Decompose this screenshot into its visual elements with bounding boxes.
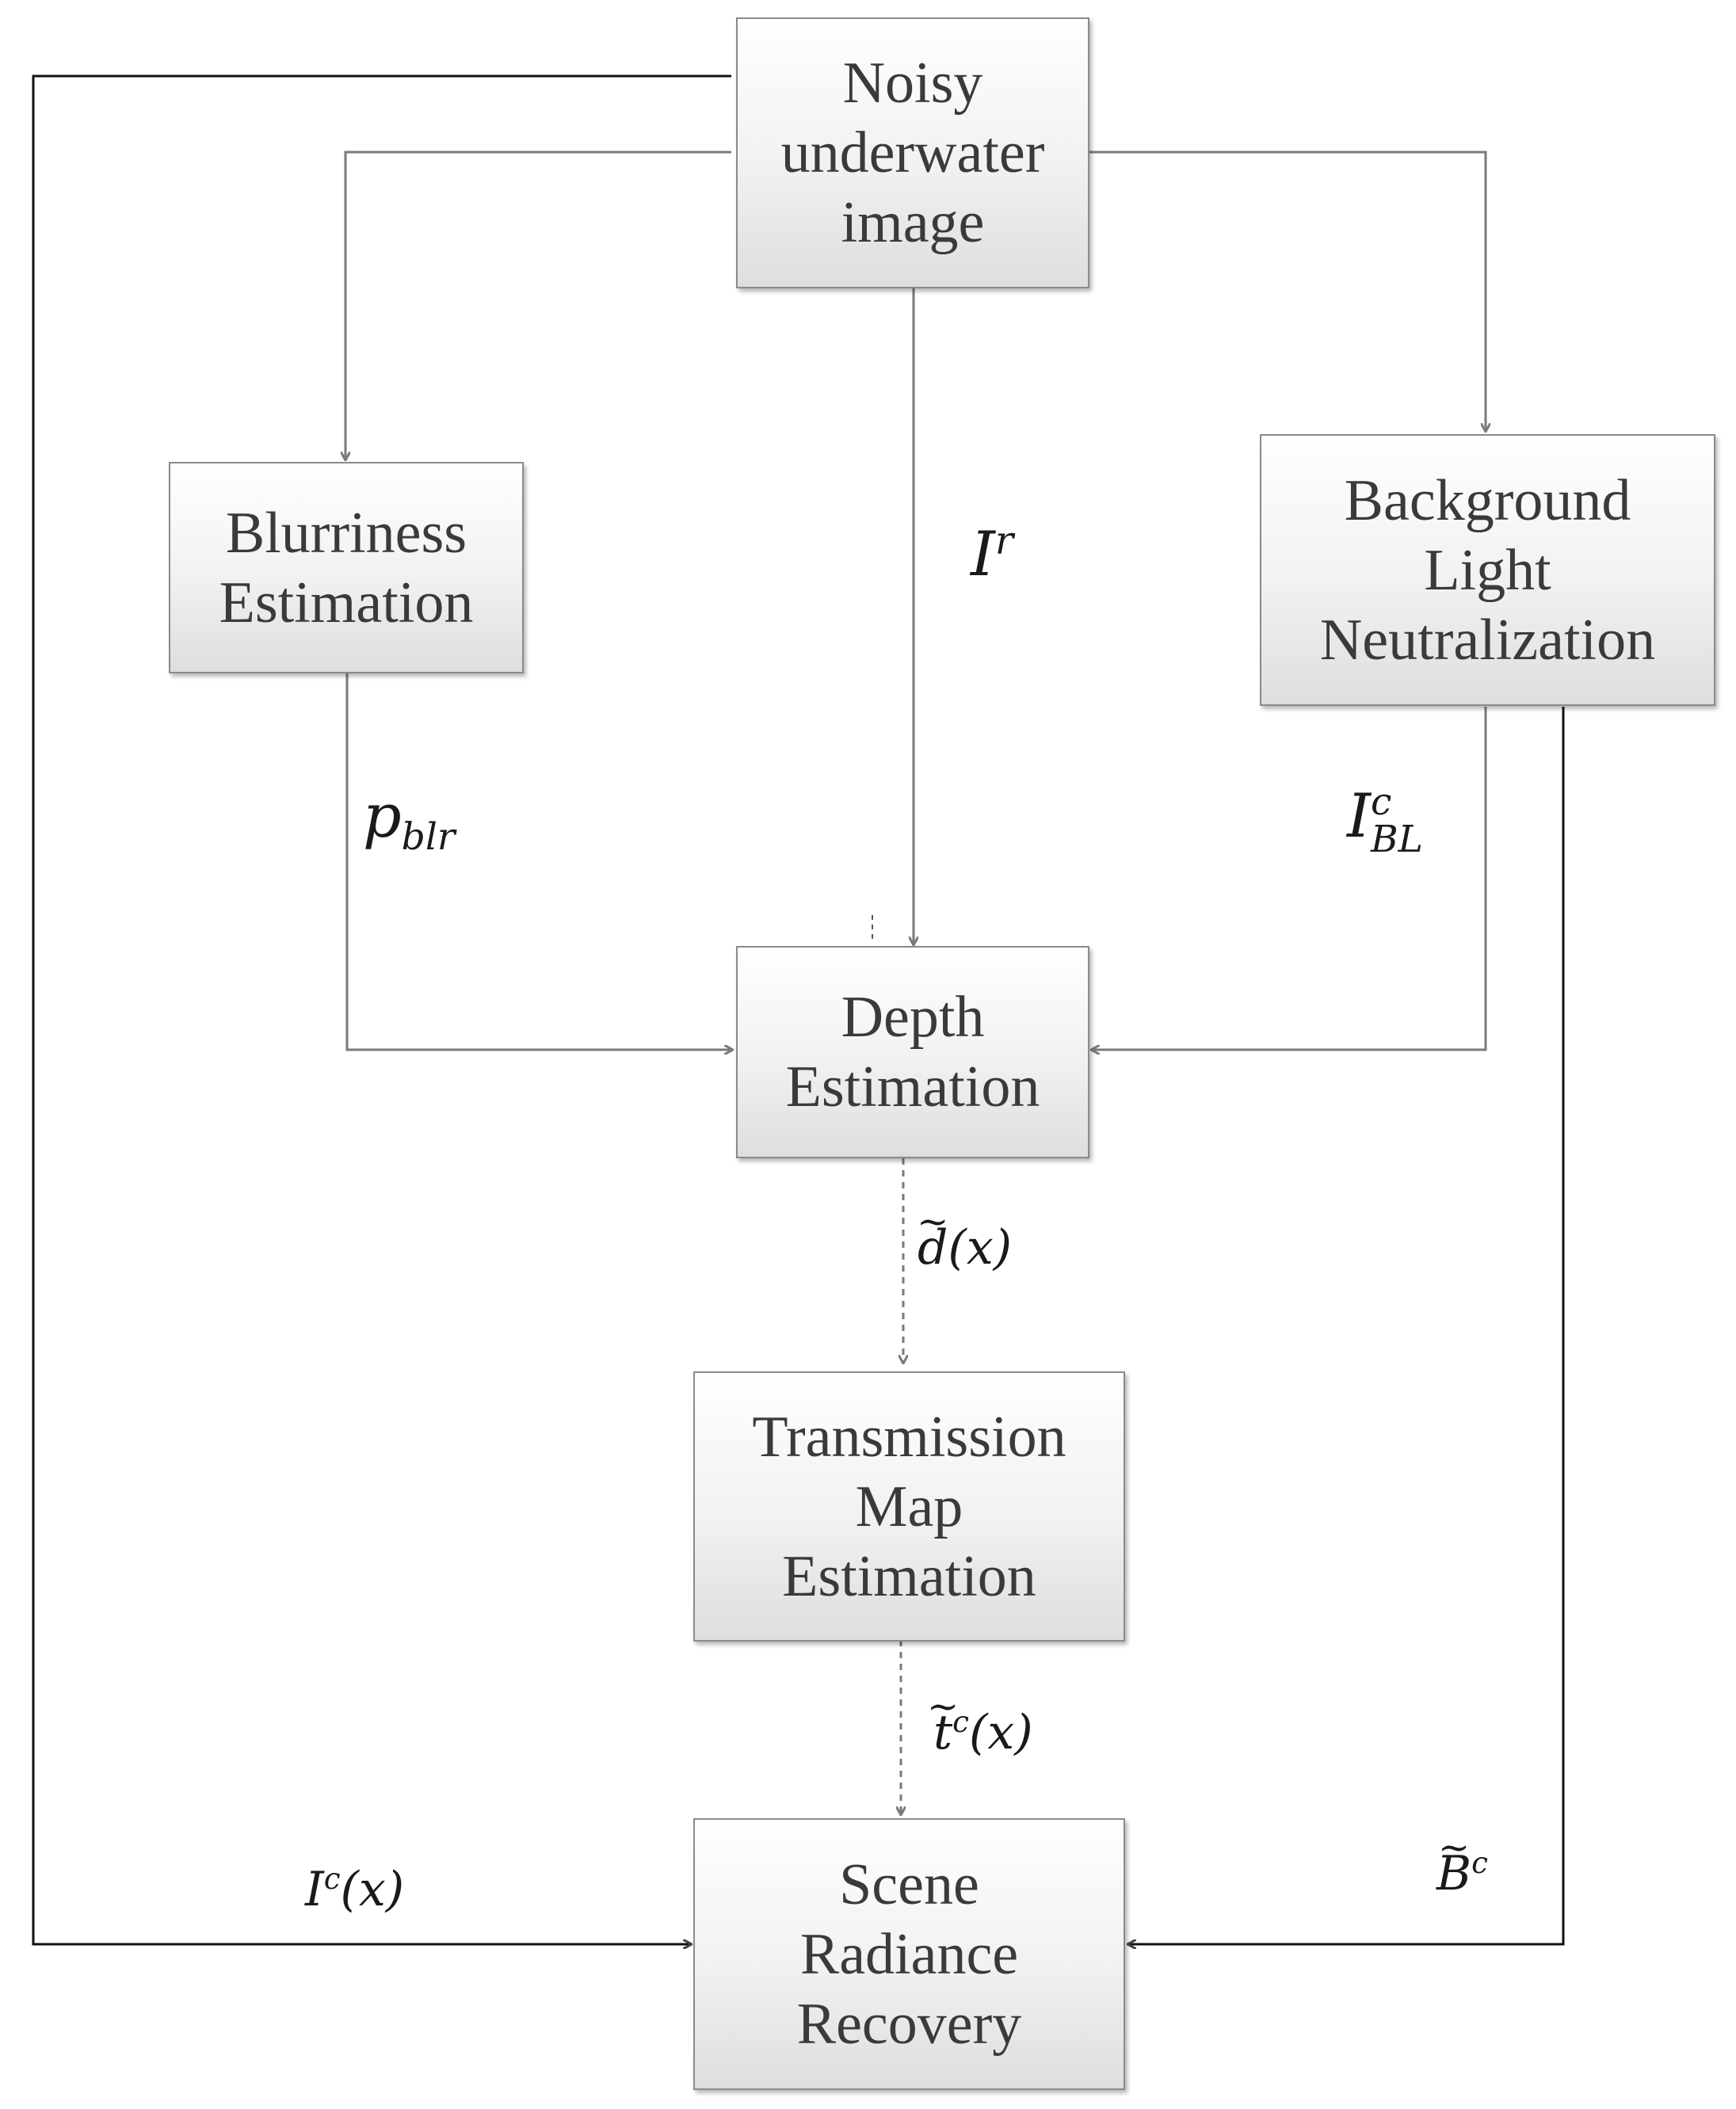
edge-label-i-r: Ir	[971, 519, 1013, 590]
edge-label-p-blr: pblr	[363, 780, 456, 860]
arrow-background-light-to-depth	[1092, 707, 1487, 1050]
transmission-map-estimation-label: Transmission Map Estimation	[752, 1404, 1066, 1609]
edge-label-b-tilde-c: Bc	[1436, 1846, 1488, 1901]
edge-label-i-c-x: Ic(x)	[305, 1861, 405, 1917]
edge-label-d-tilde-x: d(x)	[918, 1220, 1012, 1276]
arrow-noisy-to-scene	[32, 74, 731, 1944]
depth-estimation-label: Depth Estimation	[785, 985, 1040, 1119]
background-light-neutralization-label: Background Light Neutralization	[1319, 467, 1656, 673]
noisy-underwater-image-label: Noisy underwater image	[780, 51, 1045, 255]
blurriness-estimation-label: Blurriness Estimation	[219, 500, 474, 635]
transmission-map-estimation-node: Transmission Map Estimation	[693, 1371, 1125, 1642]
edge-label-t-tilde-c-x: tc(x)	[933, 1705, 1033, 1760]
scene-radiance-recovery-label: Scene Radiance Recovery	[796, 1852, 1022, 2057]
depth-estimation-node: Depth Estimation	[736, 946, 1089, 1158]
background-light-neutralization-node: Background Light Neutralization	[1260, 434, 1715, 706]
arrow-noisy-to-blurriness	[345, 151, 731, 460]
scene-radiance-recovery-node: Scene Radiance Recovery	[693, 1818, 1125, 2090]
blurriness-estimation-node: Blurriness Estimation	[169, 462, 524, 673]
noisy-underwater-image-node: Noisy underwater image	[736, 17, 1089, 288]
arrow-blurriness-to-depth	[345, 672, 732, 1050]
arrow-noisy-to-background-light	[1089, 151, 1486, 431]
arrow-background-light-to-scene	[1128, 707, 1565, 1944]
